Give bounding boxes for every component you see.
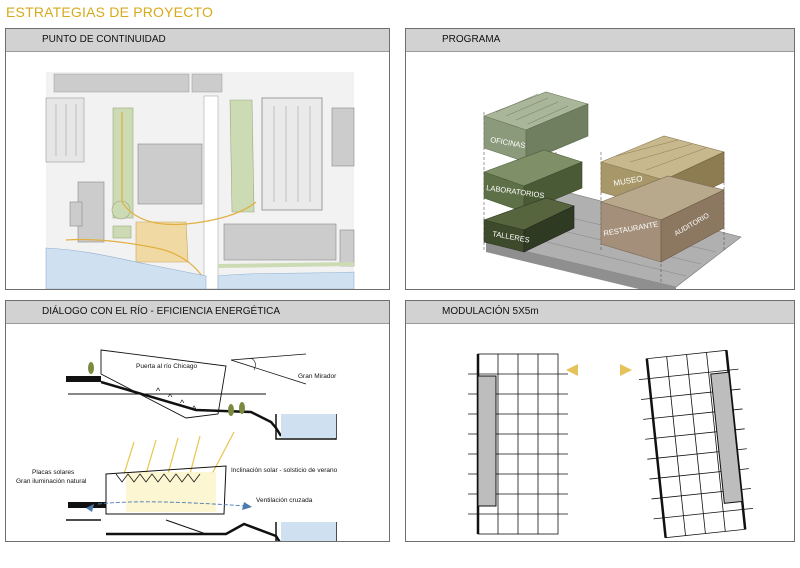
svg-text:^: ^ (192, 404, 197, 414)
panel-modulation: MODULACIÓN 5X5m (405, 300, 795, 542)
svg-text:^: ^ (156, 386, 161, 396)
label-inclinacion: Inclinación solar - solsticio de verano (231, 467, 338, 474)
page-title: ESTRATEGIAS DE PROYECTO (6, 4, 214, 20)
program-axonometric: OFICINAS LABORATORIOS TALLERES MUSEO RES… (482, 91, 742, 289)
panel-header: PUNTO DE CONTINUIDAD (6, 29, 389, 52)
label-ventilacion: Ventilación cruzada (256, 497, 313, 504)
panel-title: PUNTO DE CONTINUIDAD (42, 34, 166, 45)
label-puerta: Puerta al río Chicago (136, 363, 197, 370)
river-sections: ^^^^ Puerta al río Chicago Gran Mirador … (16, 349, 338, 541)
panel-program: PROGRAMA (405, 28, 795, 290)
panel-river: DIÁLOGO CON EL RÍO - EFICIENCIA ENERGÉTI… (5, 300, 390, 542)
svg-text:^: ^ (168, 392, 173, 402)
panel-header: MODULACIÓN 5X5m (406, 301, 794, 324)
panel-header: PROGRAMA (406, 29, 794, 52)
panel-continuity: PUNTO DE CONTINUIDAD (5, 28, 390, 290)
panel-title: PROGRAMA (442, 34, 501, 45)
panel-header: DIÁLOGO CON EL RÍO - EFICIENCIA ENERGÉTI… (6, 301, 389, 324)
svg-text:^: ^ (180, 398, 185, 408)
label-iluminacion: Gran iluminación natural (16, 478, 87, 485)
label-mirador: Gran Mirador (298, 373, 337, 380)
label-placas: Placas solares (32, 469, 75, 476)
modulation-grids (468, 349, 754, 539)
panel-title: DIÁLOGO CON EL RÍO - EFICIENCIA ENERGÉTI… (42, 306, 281, 317)
site-plan (6, 52, 389, 289)
panel-title: MODULACIÓN 5X5m (442, 306, 539, 317)
